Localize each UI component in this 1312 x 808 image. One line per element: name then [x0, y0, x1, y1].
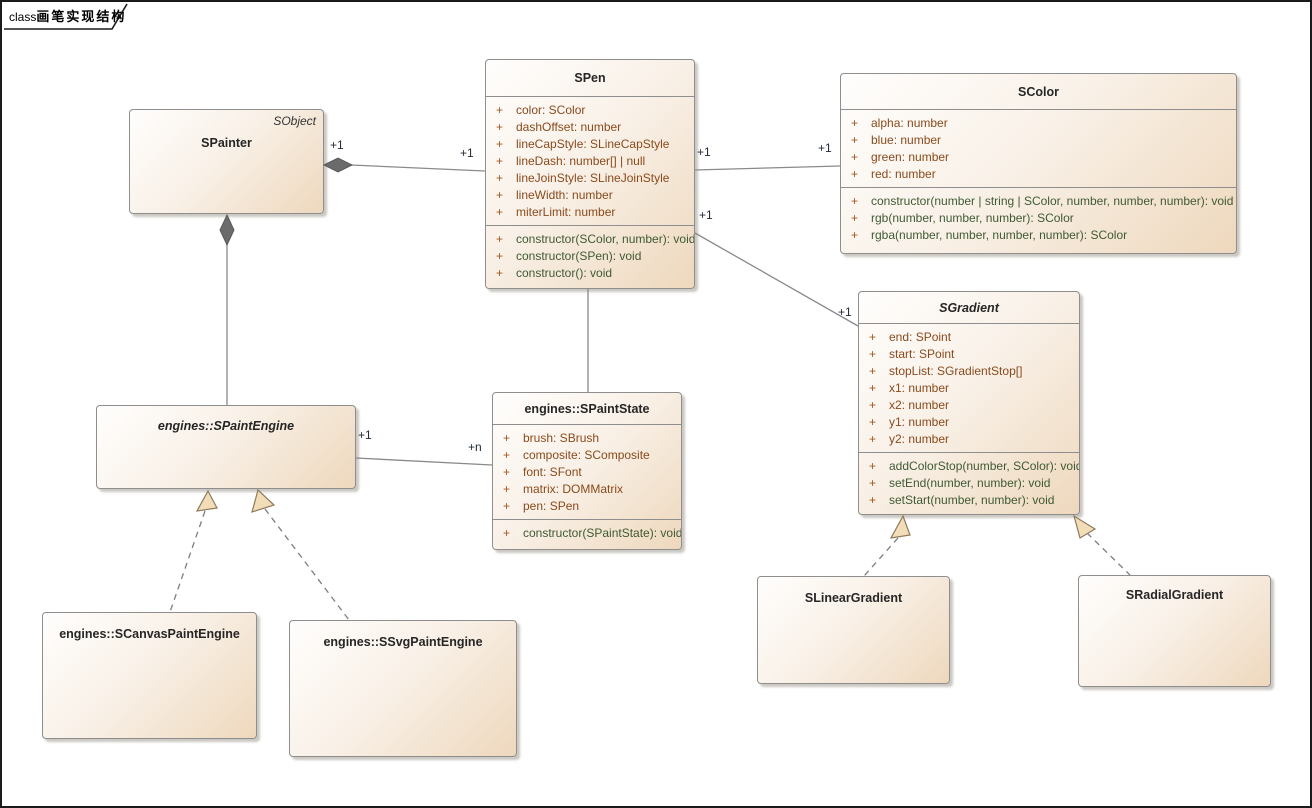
- operations-section: +addColorStop(number, SColor): void +set…: [859, 452, 1079, 513]
- class-box-sradialgradient[interactable]: SRadialGradient: [1078, 575, 1271, 687]
- class-box-spaintstate[interactable]: engines::SPaintState +brush: SBrush +com…: [492, 392, 682, 550]
- attribute-row[interactable]: +end: SPoint: [869, 330, 952, 344]
- attribute-row[interactable]: +miterLimit: number: [496, 205, 616, 219]
- connector-spainter-spaintengine: [219, 213, 235, 405]
- connector-scanvaspaintengine-spaintengine: [169, 489, 218, 613]
- attributes-section: +brush: SBrush +composite: SComposite +f…: [493, 425, 681, 519]
- multiplicity-label-spainter-spen-dst[interactable]: +1: [460, 146, 474, 160]
- class-box-scolor[interactable]: SColor +alpha: number +blue: number +gre…: [840, 73, 1237, 254]
- attribute-row[interactable]: +matrix: DOMMatrix: [503, 482, 623, 496]
- class-box-slineargradient[interactable]: SLinearGradient: [757, 576, 950, 684]
- class-box-spaintengine[interactable]: engines::SPaintEngine: [96, 405, 356, 489]
- operations-section: +constructor(SColor, number): void +cons…: [486, 225, 694, 286]
- attribute-row[interactable]: +composite: SComposite: [503, 448, 650, 462]
- connector-spen-sgradient: [694, 232, 859, 327]
- composition-diamond-icon: [219, 213, 235, 247]
- attribute-row[interactable]: +y2: number: [869, 432, 950, 446]
- class-title-sgradient: SGradient: [859, 292, 1079, 324]
- attribute-row[interactable]: +red: number: [851, 167, 936, 181]
- operations-section: +constructor(SPaintState): void: [493, 519, 681, 546]
- attribute-row[interactable]: +color: SColor: [496, 103, 586, 117]
- class-box-scanvaspaintengine[interactable]: engines::SCanvasPaintEngine: [42, 612, 257, 739]
- attribute-row[interactable]: +alpha: number: [851, 116, 948, 130]
- class-title-spaintengine: engines::SPaintEngine: [157, 419, 295, 433]
- attribute-row[interactable]: +brush: SBrush: [503, 431, 600, 445]
- frame-keyword: class: [9, 10, 37, 24]
- class-title-scanvaspaintengine: engines::SCanvasPaintEngine: [59, 627, 240, 641]
- attribute-row[interactable]: +pen: SPen: [503, 499, 580, 513]
- attributes-section: +color: SColor +dashOffset: number +line…: [486, 97, 694, 225]
- operation-row[interactable]: +constructor(SColor, number): void: [496, 232, 695, 246]
- multiplicity-label-spaintengine-spaintstate-src[interactable]: +1: [358, 428, 372, 442]
- class-title-sradialgradient: SRadialGradient: [1125, 588, 1224, 602]
- connector-ssvgpaintengine-spaintengine: [251, 488, 350, 621]
- class-box-spen[interactable]: SPen +color: SColor +dashOffset: number …: [485, 59, 695, 289]
- class-box-spainter[interactable]: SObject SPainter: [129, 109, 324, 214]
- composition-diamond-icon: [322, 157, 354, 173]
- frame-title: 画笔实现结构: [36, 9, 127, 24]
- class-title-spainter: SPainter: [201, 136, 252, 150]
- attribute-row[interactable]: +x2: number: [869, 398, 950, 412]
- attribute-row[interactable]: +lineDash: number[] | null: [496, 154, 646, 168]
- connector-spaintengine-spaintstate: [355, 457, 493, 466]
- generalization-triangle-icon: [889, 514, 911, 539]
- attribute-row[interactable]: +lineWidth: number: [496, 188, 613, 202]
- connector-spen-scolor: [694, 165, 841, 171]
- attributes-section: +end: SPoint +start: SPoint +stopList: S…: [859, 324, 1079, 452]
- operation-row[interactable]: +constructor(SPen): void: [496, 249, 642, 263]
- attributes-section: +alpha: number +blue: number +green: num…: [841, 110, 1236, 187]
- attribute-row[interactable]: +start: SPoint: [869, 347, 955, 361]
- generalization-triangle-icon: [1073, 514, 1097, 539]
- multiplicity-label-spen-sgradient-src[interactable]: +1: [699, 208, 713, 222]
- class-title-slineargradient: SLinearGradient: [804, 591, 903, 605]
- multiplicity-label-spaintengine-spaintstate-dst[interactable]: +n: [468, 440, 482, 454]
- operation-row[interactable]: +setEnd(number, number): void: [869, 476, 1051, 490]
- diagram-frame-label: class画笔实现结构: [9, 6, 126, 26]
- attribute-row[interactable]: +blue: number: [851, 133, 942, 147]
- attribute-row[interactable]: +green: number: [851, 150, 950, 164]
- operation-row[interactable]: +rgb(number, number, number): SColor: [851, 211, 1074, 225]
- operation-row[interactable]: +constructor(): void: [496, 266, 613, 280]
- generalization-triangle-icon: [195, 489, 218, 512]
- operation-row[interactable]: +rgba(number, number, number, number): S…: [851, 228, 1128, 242]
- attribute-row[interactable]: +font: SFont: [503, 465, 582, 479]
- attribute-row[interactable]: +dashOffset: number: [496, 120, 622, 134]
- multiplicity-label-spen-scolor-dst[interactable]: +1: [818, 141, 832, 155]
- multiplicity-label-spainter-spen-src[interactable]: +1: [330, 138, 344, 152]
- class-box-sgradient[interactable]: SGradient +end: SPoint +start: SPoint +s…: [858, 291, 1080, 515]
- class-annotation-sobject: SObject: [273, 114, 316, 128]
- operation-row[interactable]: +constructor(SPaintState): void: [503, 526, 682, 540]
- attribute-row[interactable]: +lineJoinStyle: SLineJoinStyle: [496, 171, 670, 185]
- connector-sradialgradient-sgradient: [1073, 514, 1131, 576]
- attribute-row[interactable]: +stopList: SGradientStop[]: [869, 364, 1023, 378]
- generalization-triangle-icon: [251, 488, 276, 513]
- operations-section: +constructor(number | string | SColor, n…: [841, 187, 1236, 248]
- class-title-spen: SPen: [486, 60, 694, 97]
- multiplicity-label-spen-scolor-src[interactable]: +1: [697, 145, 711, 159]
- operation-row[interactable]: +setStart(number, number): void: [869, 493, 1055, 507]
- attribute-row[interactable]: +lineCapStyle: SLineCapStyle: [496, 137, 670, 151]
- multiplicity-label-spen-sgradient-dst[interactable]: +1: [838, 305, 852, 319]
- class-title-ssvgpaintengine: engines::SSvgPaintEngine: [323, 635, 483, 649]
- class-title-spaintstate: engines::SPaintState: [493, 393, 681, 425]
- operation-row[interactable]: +addColorStop(number, SColor): void: [869, 459, 1080, 473]
- connector-slineargradient-sgradient: [863, 514, 911, 577]
- class-box-ssvgpaintengine[interactable]: engines::SSvgPaintEngine: [289, 620, 517, 757]
- operation-row[interactable]: +constructor(number | string | SColor, n…: [851, 194, 1234, 208]
- connector-spainter-spen: [322, 157, 486, 173]
- class-title-scolor: SColor: [841, 74, 1236, 110]
- attribute-row[interactable]: +y1: number: [869, 415, 950, 429]
- attribute-row[interactable]: +x1: number: [869, 381, 950, 395]
